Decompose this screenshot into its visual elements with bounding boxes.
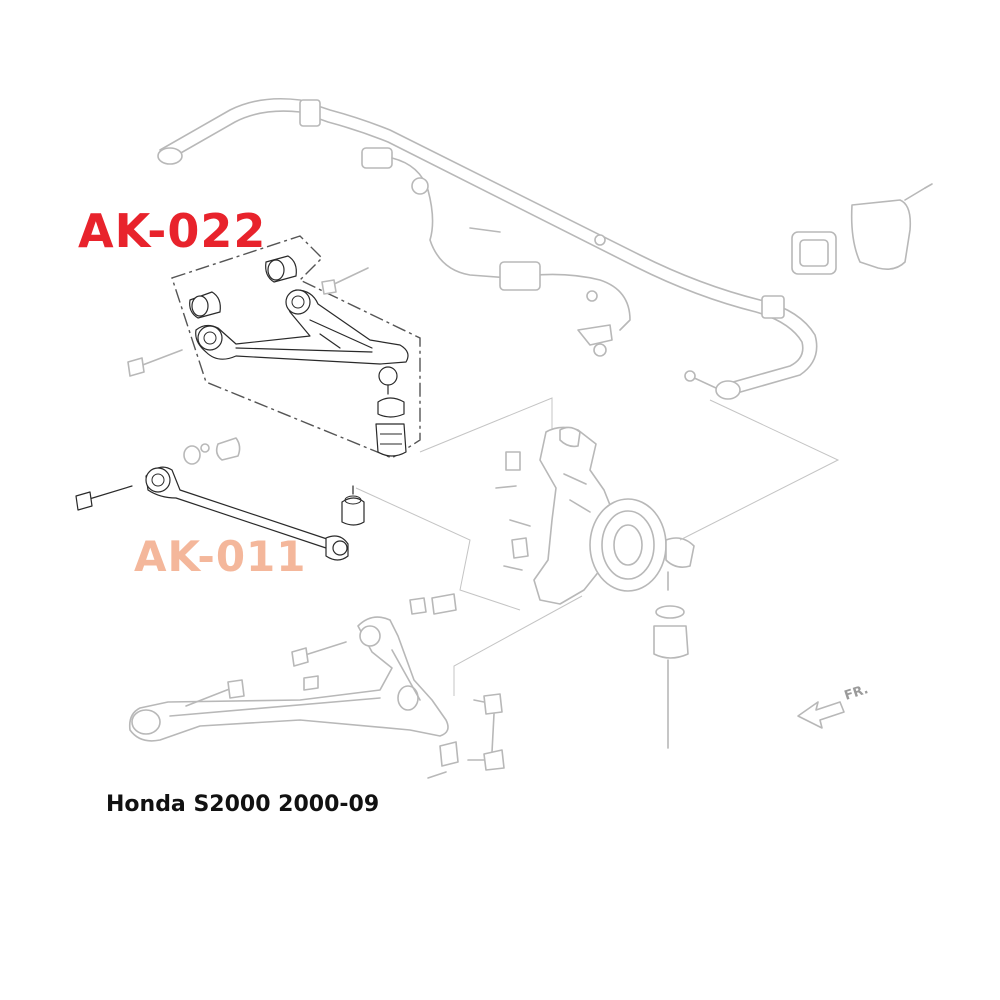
front-direction-label: FR. bbox=[843, 682, 871, 704]
upper-arm-bushings bbox=[189, 255, 297, 319]
toe-link-part-number: AK-011 bbox=[134, 532, 307, 581]
knuckle-hub bbox=[533, 426, 667, 605]
toe-link-group bbox=[75, 466, 365, 561]
lower-arm-hardware bbox=[185, 593, 457, 707]
vehicle-caption: Honda S2000 2000-09 bbox=[106, 792, 380, 817]
arrow-left-icon bbox=[797, 701, 845, 729]
abs-sensor-wiring bbox=[361, 147, 631, 357]
upper-arm-bolts bbox=[127, 267, 369, 377]
stabilizer-link bbox=[427, 693, 505, 779]
upper-ball-joint bbox=[375, 366, 407, 457]
knuckle-hardware bbox=[495, 451, 531, 571]
toe-link-bushings bbox=[183, 437, 241, 465]
stabilizer-bar bbox=[157, 97, 818, 400]
upper-control-arm-group bbox=[127, 235, 421, 459]
lower-ball-joint bbox=[653, 537, 695, 749]
upper-arm-part-number: AK-022 bbox=[78, 204, 267, 258]
upper-arm-body bbox=[195, 289, 409, 365]
lower-control-arm bbox=[128, 616, 449, 742]
front-direction-indicator: FR. bbox=[797, 682, 871, 729]
stabilizer-bushing bbox=[684, 183, 933, 389]
